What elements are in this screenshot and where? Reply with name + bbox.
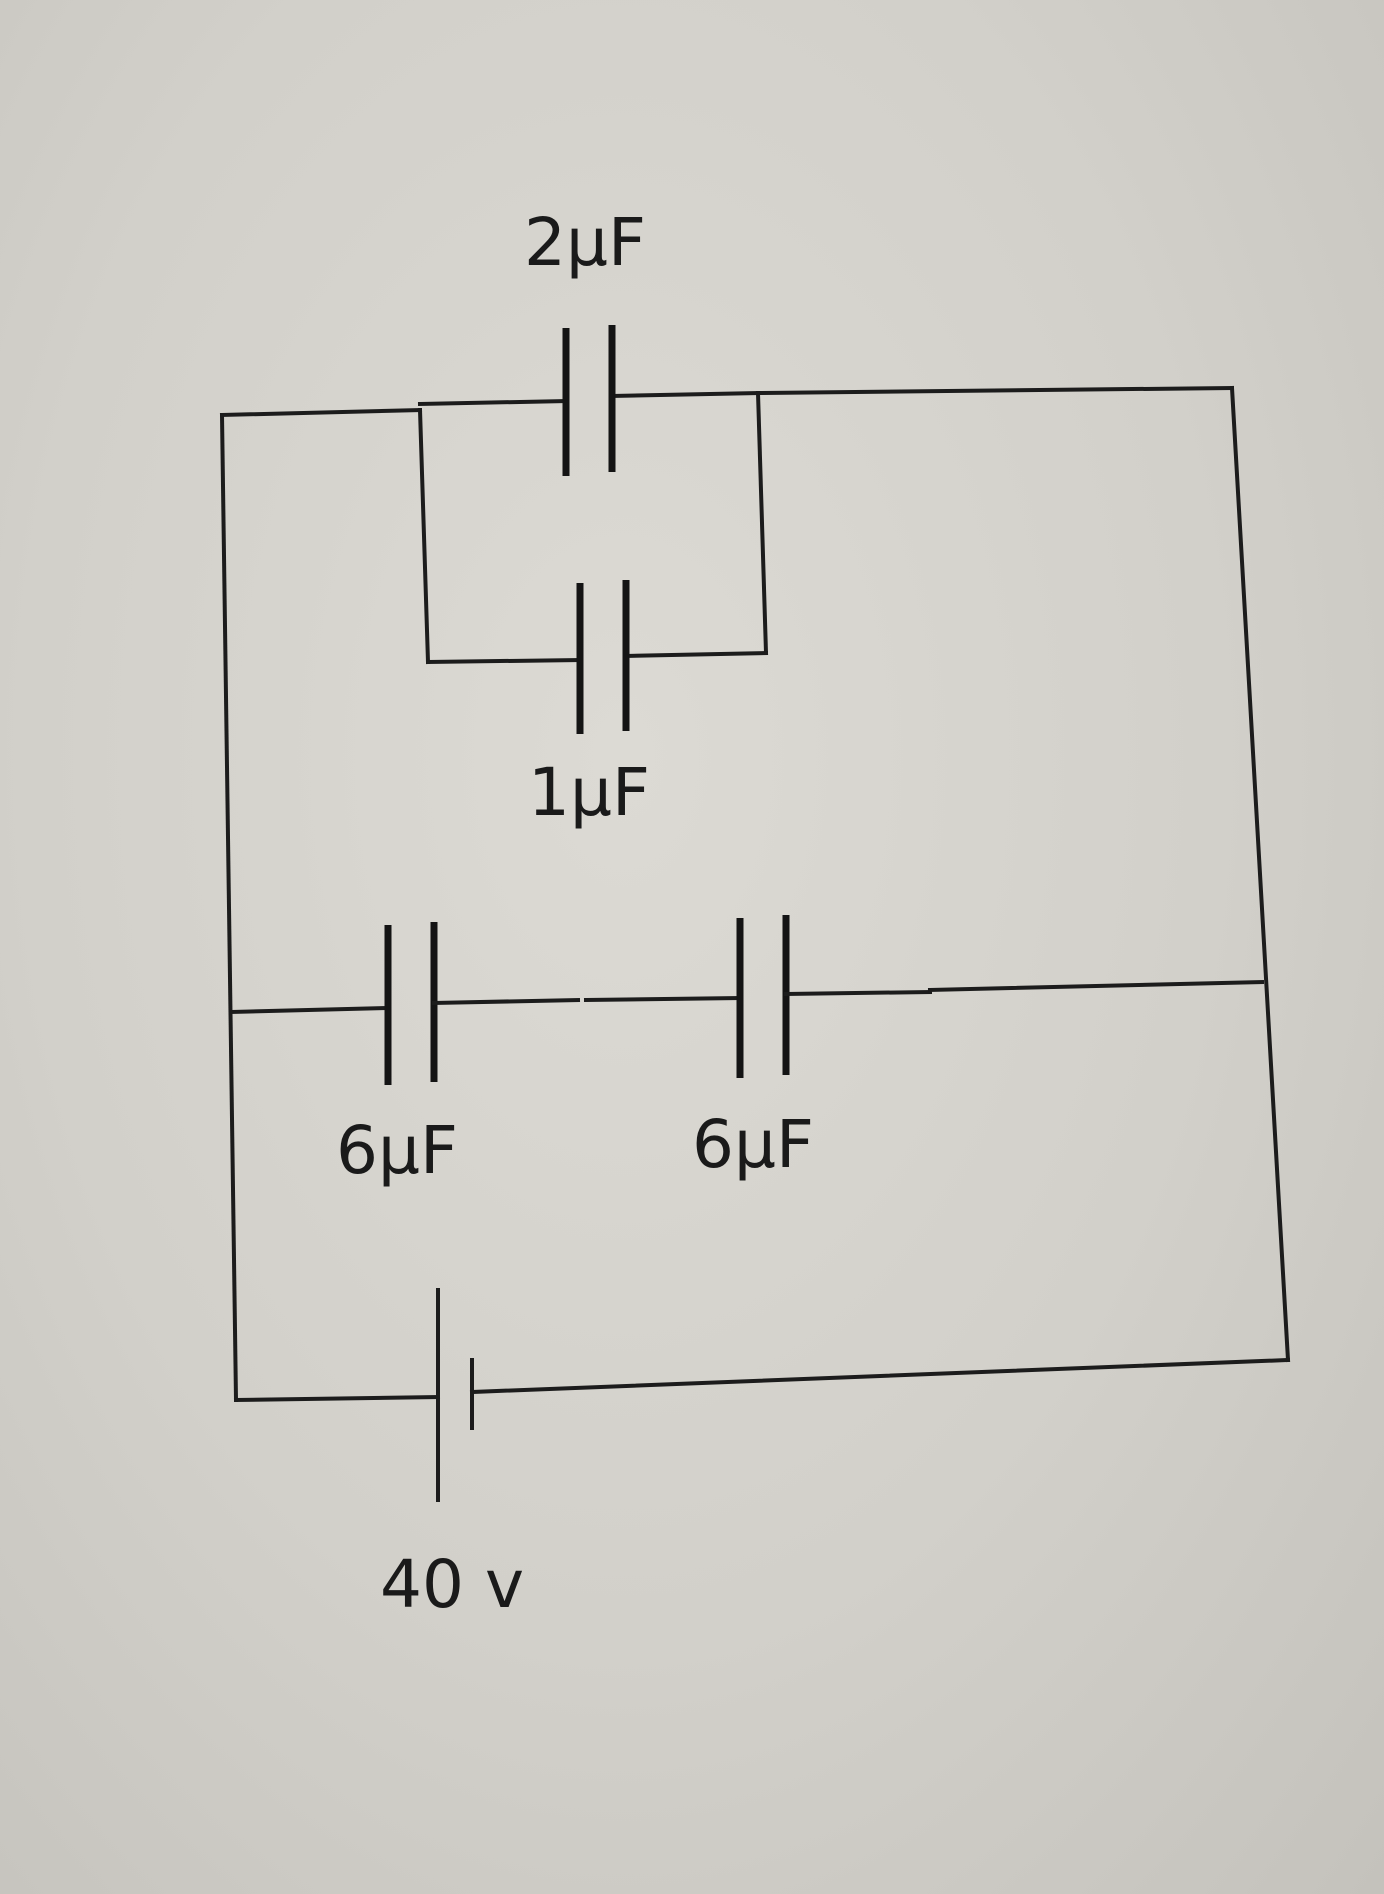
- series-wire-right-b: [927, 979, 1265, 993]
- parallel-left-vertical: [417, 407, 431, 665]
- series-wire-mid-b: [583, 995, 743, 1003]
- cap-inner-lead-right: [623, 650, 769, 659]
- cap-left-label: 6μF: [336, 1112, 458, 1189]
- series-wire-left: [229, 1005, 391, 1015]
- cap-inner-lead-left: [425, 657, 583, 665]
- cap-top-lead-right: [609, 390, 761, 399]
- left-rail: [219, 412, 239, 1403]
- cap-top-label: 2μF: [524, 204, 646, 281]
- top-wire-right: [755, 385, 1235, 396]
- cap-inner-label: 1μF: [528, 754, 650, 831]
- bottom-wire-right: [469, 1357, 1291, 1395]
- battery-label: 40 v: [380, 1546, 525, 1623]
- parallel-right-vertical: [755, 390, 769, 656]
- series-wire-mid-a: [431, 997, 581, 1006]
- bottom-wire-left: [233, 1394, 441, 1403]
- top-wire-left: [219, 407, 423, 418]
- cap-right-label: 6μF: [692, 1106, 814, 1183]
- right-rail: [1229, 385, 1291, 1363]
- series-wire-right-a: [783, 989, 933, 997]
- cap-top-lead-left: [417, 398, 569, 407]
